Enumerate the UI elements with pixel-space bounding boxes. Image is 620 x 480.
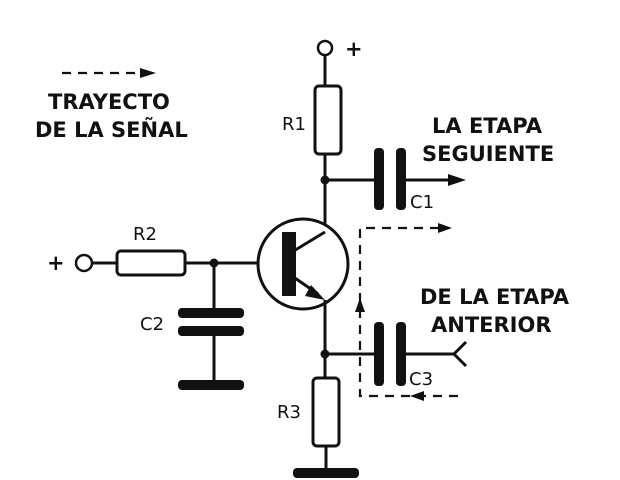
c2-label: C2: [140, 314, 164, 335]
c1-label: C1: [410, 192, 434, 213]
r2-label: R2: [133, 224, 157, 245]
input-terminal: [74, 253, 94, 273]
resistor-r2: [115, 249, 187, 277]
input-plus-label: +: [47, 251, 65, 275]
next-stage-line2: SEGUIENTE: [422, 142, 554, 166]
legend-label-line1: TRAYECTO: [48, 90, 170, 114]
r1-label: R1: [282, 114, 306, 135]
capacitor-c2: [178, 263, 244, 382]
supply-plus-label: +: [345, 37, 363, 61]
prev-stage-line1: DE LA ETAPA: [420, 285, 570, 309]
resistor-r3: [311, 376, 341, 448]
legend-label-line2: DE LA SEÑAL: [35, 117, 188, 142]
capacitor-c3: [325, 322, 468, 386]
next-stage-line1: LA ETAPA: [432, 114, 543, 138]
signal-path: [355, 223, 458, 401]
ground-c2: [178, 380, 244, 390]
supply-terminal: [316, 39, 334, 86]
prev-stage-line2: ANTERIOR: [431, 313, 552, 337]
resistor-r1: [313, 84, 343, 156]
r3-label: R3: [277, 402, 301, 423]
ground-r3: [293, 468, 359, 478]
c3-label: C3: [409, 369, 433, 390]
legend-dashed-arrow: [62, 68, 156, 78]
transistor: [256, 217, 350, 311]
capacitor-c1: [325, 148, 466, 210]
